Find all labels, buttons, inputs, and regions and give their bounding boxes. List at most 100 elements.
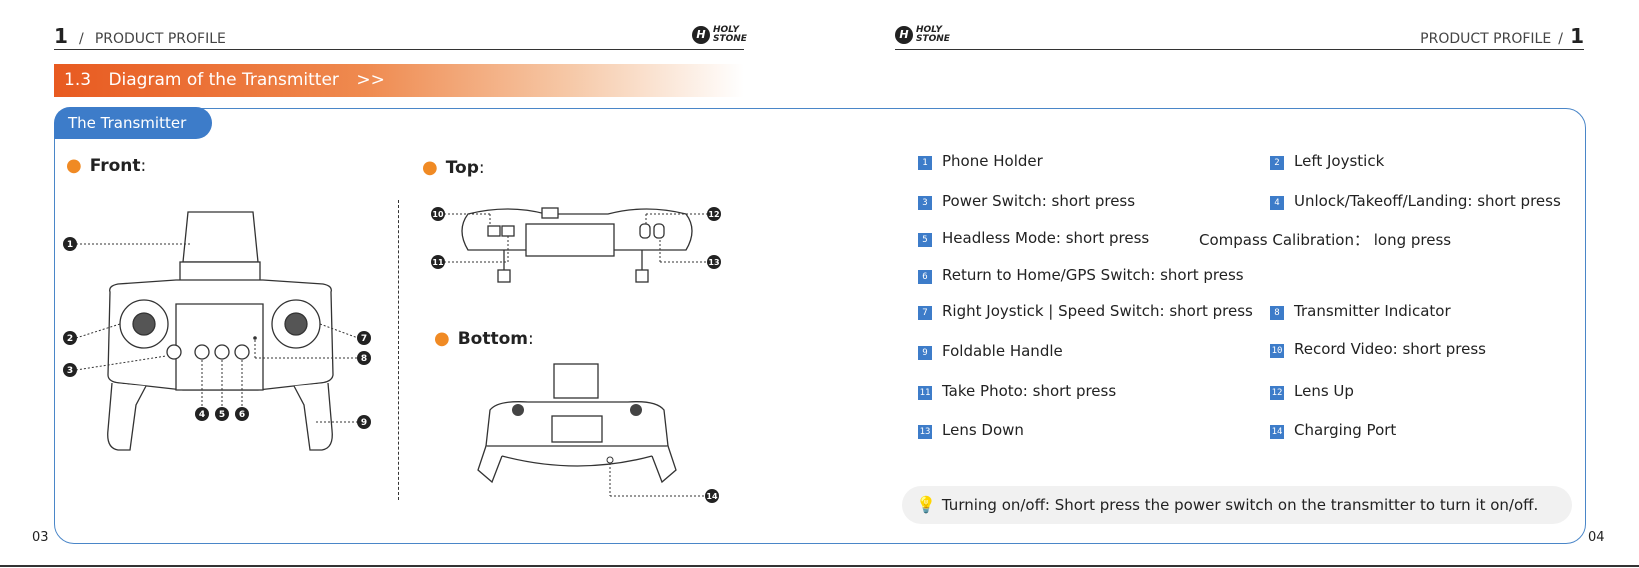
bottom-label: Bottom bbox=[457, 329, 529, 349]
button-4-shape bbox=[194, 344, 210, 360]
transmitter-top-diagram: 10 11 12 13 bbox=[431, 207, 721, 283]
lens-up-button-shape bbox=[639, 223, 651, 239]
bottom-left-handle bbox=[477, 445, 503, 484]
legend-item: 2 Left Joystick bbox=[1270, 152, 1384, 170]
content-panel bbox=[54, 108, 1586, 544]
top-label: Top bbox=[445, 158, 479, 178]
callout-7: 7 bbox=[361, 334, 367, 344]
transmitter-bottom-diagram: 14 bbox=[477, 363, 719, 503]
bottom-center-plate bbox=[551, 415, 603, 443]
legend-number-badge: 5 bbox=[918, 233, 932, 247]
top-view-title: ● Top: bbox=[422, 157, 485, 178]
callout-9: 9 bbox=[361, 418, 367, 428]
callout-3: 3 bbox=[67, 366, 73, 376]
legend-text: Unlock/Takeoff/Landing: short press bbox=[1294, 192, 1561, 210]
legend-item: 4 Unlock/Takeoff/Landing: short press bbox=[1270, 192, 1561, 210]
legend-text: Power Switch: short press bbox=[942, 192, 1136, 210]
record-button-shape bbox=[487, 225, 501, 237]
callout-6: 6 bbox=[239, 410, 245, 420]
legend-number-badge: 12 bbox=[1270, 386, 1284, 400]
callout-11: 11 bbox=[432, 258, 444, 267]
legend-text: Foldable Handle bbox=[942, 342, 1063, 360]
legend-item: 3 Power Switch: short press bbox=[918, 192, 1135, 210]
page-number-right: 04 bbox=[1588, 530, 1605, 545]
chapter-number: 1 bbox=[1570, 24, 1584, 48]
view-divider bbox=[398, 200, 399, 500]
header-rule-right bbox=[895, 49, 1584, 50]
bottom-view-title: ●Bottom: bbox=[434, 328, 534, 349]
right-handle bbox=[293, 382, 333, 451]
panel-tab-label: The Transmitter bbox=[68, 114, 187, 132]
bullet-icon: ● bbox=[422, 157, 438, 178]
section-banner: 1.3 Diagram of the Transmitter >> bbox=[54, 64, 744, 97]
logo-mark-icon: H bbox=[895, 26, 913, 44]
tip-text: Turning on/off: Short press the power sw… bbox=[941, 496, 1539, 514]
legend-number-badge: 2 bbox=[1270, 156, 1284, 170]
header-separator: / bbox=[79, 31, 84, 47]
photo-button-shape bbox=[501, 225, 515, 237]
callout-4: 4 bbox=[199, 410, 205, 420]
legend-number-badge: 7 bbox=[918, 306, 932, 320]
legend-item-continuation: Compass Calibration： long press bbox=[1199, 229, 1451, 250]
left-stick-top bbox=[497, 269, 511, 283]
legend-number-badge: 6 bbox=[918, 270, 932, 284]
logo-mark-icon: H bbox=[692, 26, 710, 44]
legend-text: Phone Holder bbox=[942, 152, 1043, 170]
page-number-left: 03 bbox=[32, 530, 49, 545]
header-separator: / bbox=[1558, 31, 1563, 47]
legend-text: Transmitter Indicator bbox=[1294, 302, 1451, 320]
legend-number-badge: 14 bbox=[1270, 425, 1284, 439]
bottom-right-handle bbox=[651, 445, 677, 484]
callout-13: 13 bbox=[708, 258, 719, 267]
logo-line2: STONE bbox=[713, 34, 747, 44]
left-joystick bbox=[132, 312, 156, 336]
callout-14: 14 bbox=[706, 492, 718, 501]
bottom-rule bbox=[0, 565, 1639, 567]
phone-holder-shape bbox=[182, 211, 259, 263]
logo-line2: STONE bbox=[916, 34, 950, 44]
colon: : bbox=[478, 158, 485, 178]
legend-text: Take Photo: short press bbox=[942, 382, 1117, 400]
legend-item: 8 Transmitter Indicator bbox=[1270, 302, 1451, 320]
legend-number-badge: 10 bbox=[1270, 344, 1284, 358]
callout-2: 2 bbox=[67, 334, 73, 344]
callout-1: 1 bbox=[67, 240, 73, 250]
header-title: PRODUCT PROFILE bbox=[1420, 31, 1552, 47]
bullet-icon: ● bbox=[66, 155, 82, 176]
panel-tab: The Transmitter bbox=[54, 107, 212, 139]
right-stick-top bbox=[635, 269, 649, 283]
legend-text: Lens Down bbox=[942, 421, 1024, 439]
legend-number-badge: 3 bbox=[918, 196, 932, 210]
legend-text: Record Video: short press bbox=[1294, 340, 1486, 358]
top-phone-slot bbox=[541, 207, 559, 219]
legend-text: Headless Mode: short press bbox=[942, 229, 1150, 247]
bottom-phone-holder bbox=[553, 363, 599, 399]
header-left: 1 / PRODUCT PROFILE bbox=[54, 24, 226, 48]
callout-12: 12 bbox=[708, 210, 719, 219]
button-6-shape bbox=[234, 344, 250, 360]
chapter-number: 1 bbox=[54, 24, 68, 48]
legend-text: Left Joystick bbox=[1294, 152, 1385, 170]
legend-number-badge: 4 bbox=[1270, 196, 1284, 210]
top-center-rect bbox=[525, 223, 615, 257]
legend-number-badge: 8 bbox=[1270, 306, 1284, 320]
header-rule-left bbox=[54, 49, 744, 50]
legend-text: Compass Calibration： long press bbox=[1199, 231, 1452, 249]
lens-down-button-shape bbox=[653, 223, 665, 239]
logo-line1: HOLY bbox=[713, 25, 740, 35]
section-title: Diagram of the Transmitter bbox=[108, 70, 339, 90]
right-joystick bbox=[284, 312, 308, 336]
power-button-shape bbox=[166, 344, 182, 360]
logo-line1: HOLY bbox=[916, 25, 943, 35]
colon: : bbox=[528, 329, 534, 349]
section-number: 1.3 bbox=[64, 70, 92, 90]
